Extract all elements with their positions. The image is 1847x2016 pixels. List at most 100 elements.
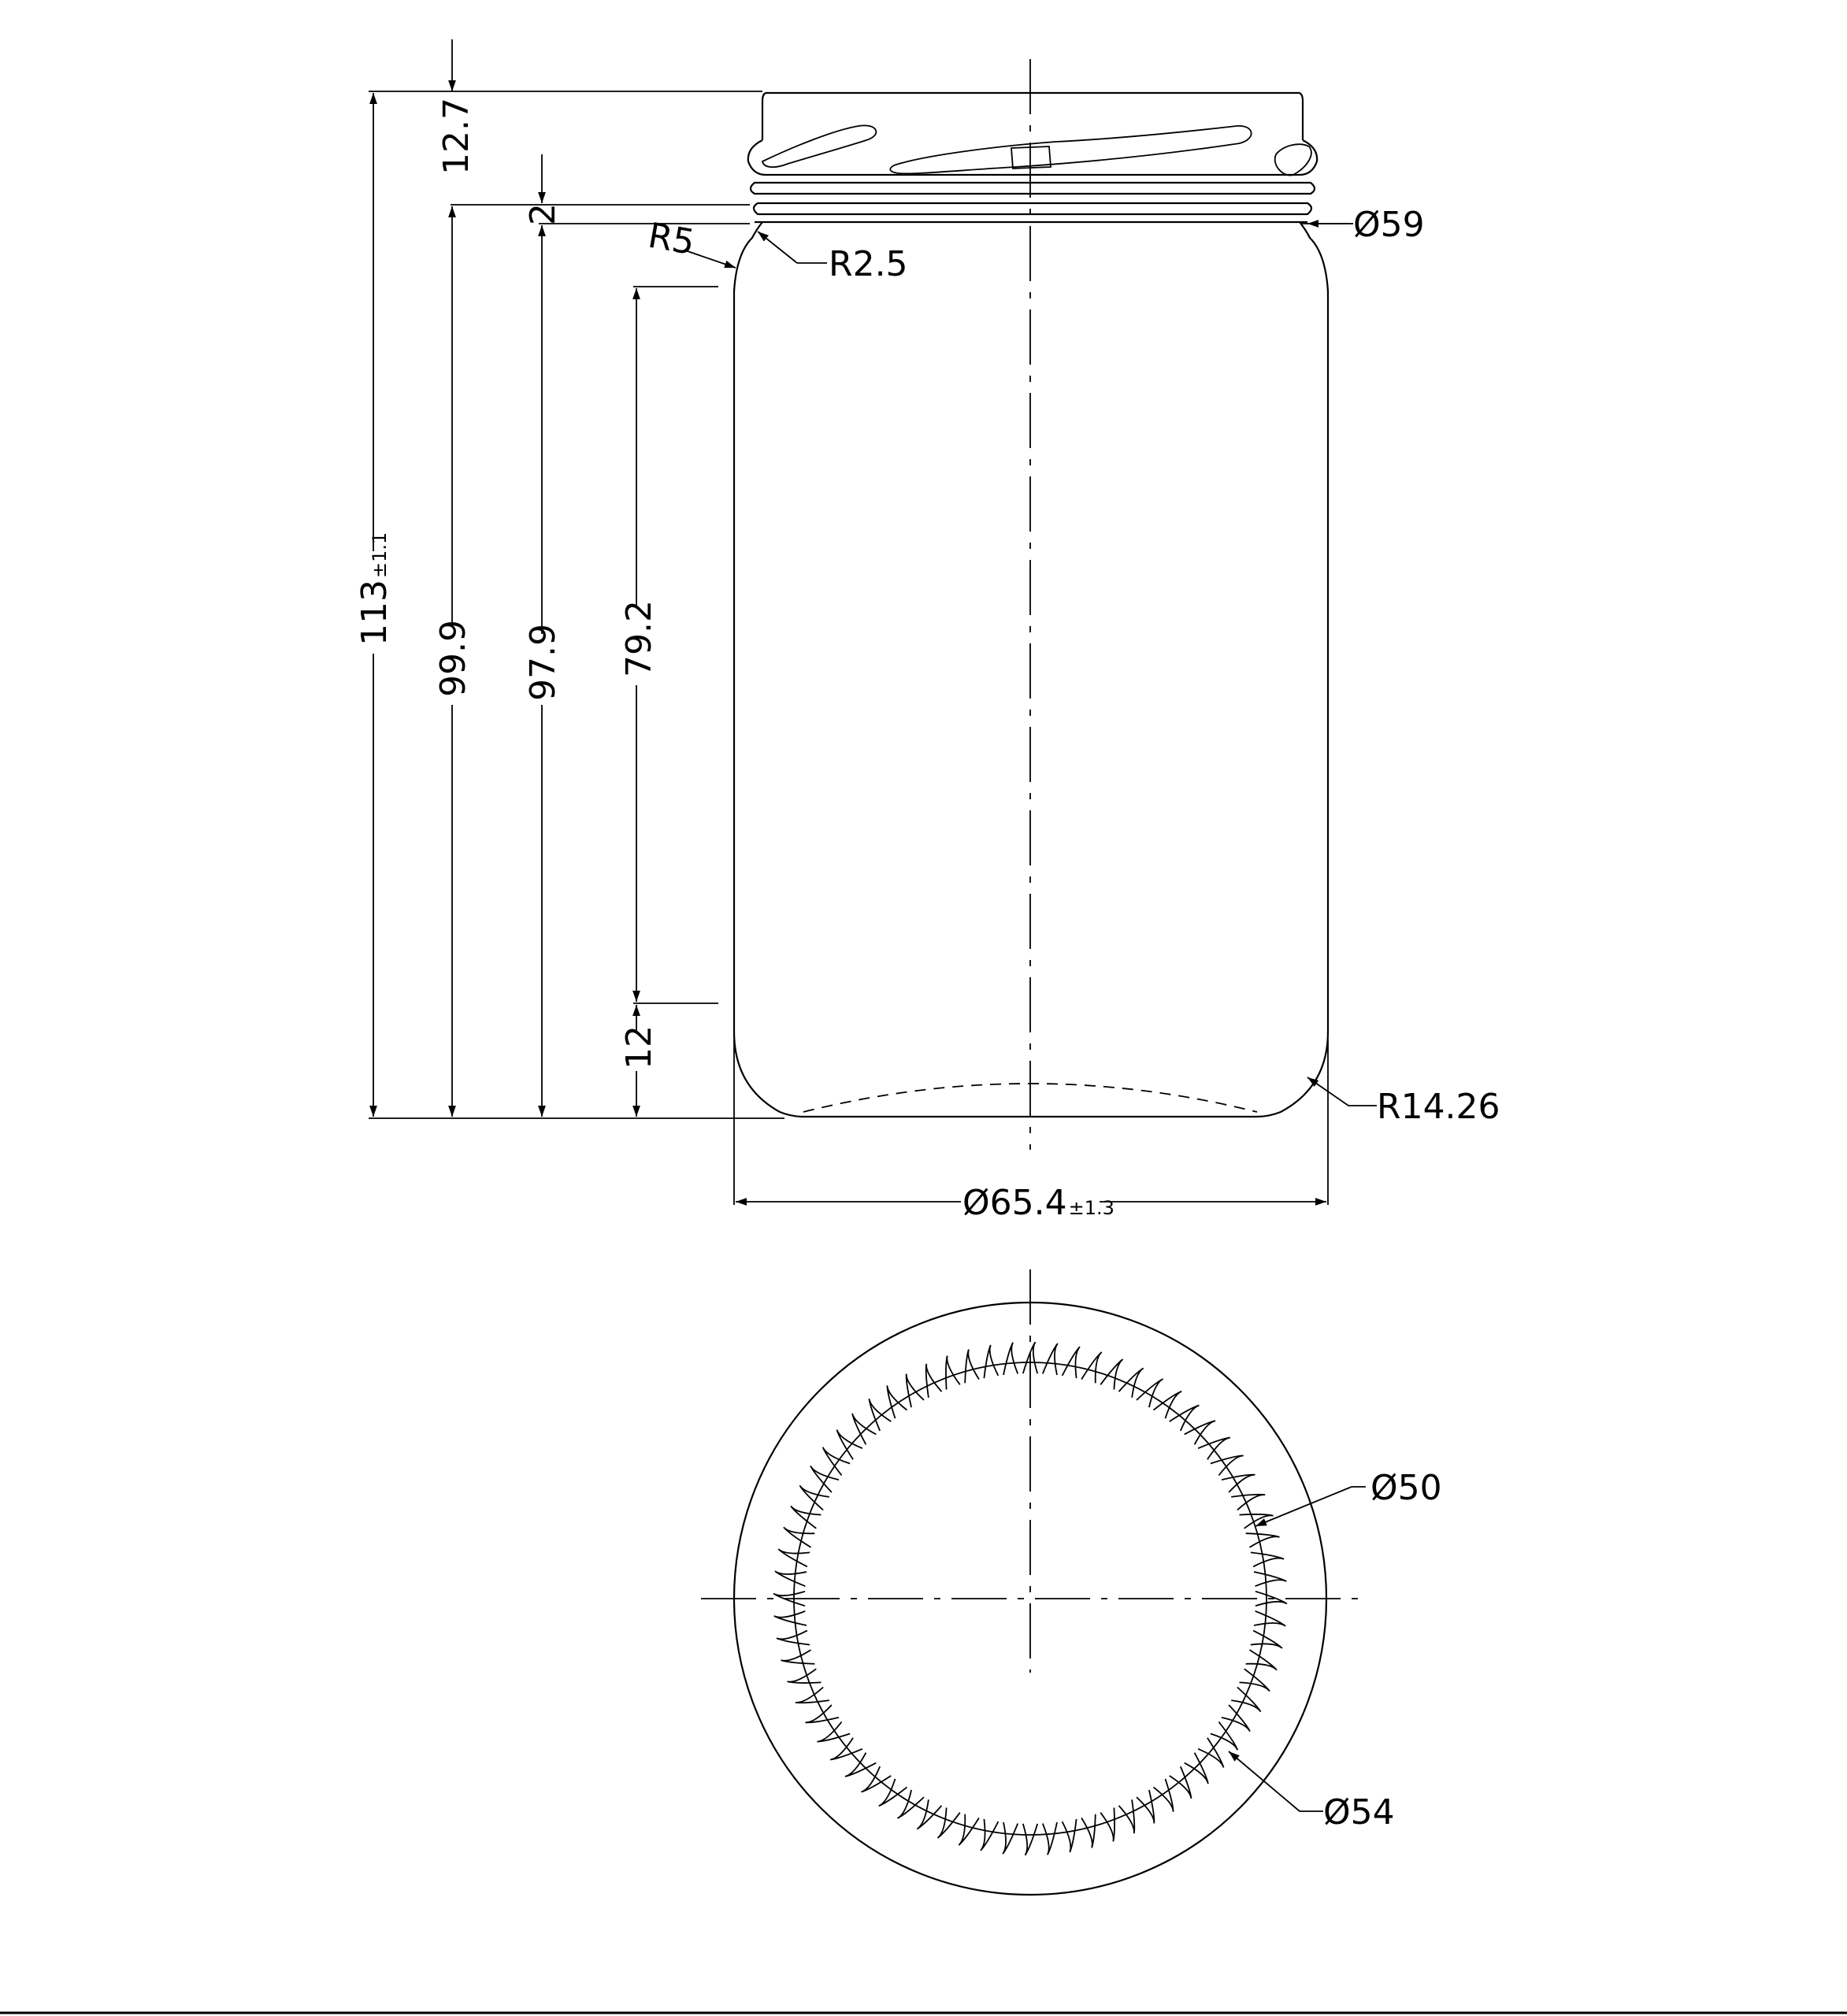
knurl-tooth [1022, 1341, 1039, 1374]
knurl-tooth [1221, 1473, 1255, 1493]
knurl-tooth [1041, 1821, 1058, 1855]
knurl-tooth [896, 1789, 925, 1819]
thread-lug-right [1274, 143, 1312, 176]
knurl-tooth [1197, 1737, 1225, 1768]
knurl-tooth [1169, 1766, 1192, 1799]
leader-knurl-inner [1255, 1486, 1352, 1527]
base-knurling-ring [773, 1341, 1288, 1856]
base-pushup [803, 1083, 1258, 1113]
knurl-tooth [1231, 1686, 1262, 1713]
knurl-tooth [1245, 1649, 1278, 1671]
knurl-tooth [799, 1484, 829, 1511]
dim-neck-ring: 2 [523, 203, 563, 225]
knurl-tooth [1210, 1455, 1244, 1477]
knurl-tooth [817, 1721, 851, 1743]
knurl-tooth [805, 1704, 840, 1724]
dim-height-to-shoulder: 97.9 [523, 624, 563, 701]
knurl-tooth [1184, 1420, 1216, 1445]
knurl-tooth [936, 1807, 961, 1839]
knurl-tooth [1136, 1789, 1155, 1824]
knurl-tooth [1184, 1752, 1209, 1784]
knurl-tooth [1231, 1493, 1266, 1511]
knurl-tooth [795, 1686, 829, 1704]
knurl-tooth [878, 1778, 908, 1807]
knurl-tooth [1250, 1551, 1285, 1568]
knurl-tooth [945, 1355, 961, 1390]
dim-radius-shoulder-inner: R2.5 [829, 244, 908, 284]
svg-text:113±1.1: 113±1.1 [354, 532, 395, 646]
knurl-tooth [783, 1526, 815, 1548]
dim-radius-shoulder-outer: R5 [645, 216, 698, 263]
knurl-tooth [1245, 1532, 1280, 1548]
knurl-tooth [773, 1610, 807, 1626]
dim-knurl-outer-diameter: Ø54 [1323, 1792, 1395, 1833]
jar-finish [747, 91, 1318, 216]
knurl-tooth [905, 1373, 925, 1408]
knurl-tooth [1221, 1704, 1251, 1732]
knurl-tooth [836, 1429, 863, 1460]
knurl-tooth [1253, 1571, 1287, 1588]
dim-body-diameter-tol: ±1.3 [1069, 1197, 1115, 1219]
knurl-tooth [861, 1766, 892, 1793]
knurl-tooth [1255, 1590, 1288, 1607]
knurl-tooth [844, 1752, 877, 1777]
knurl-tooth [1041, 1343, 1059, 1376]
dim-radius-base: R14.26 [1377, 1087, 1500, 1127]
bottom-view: Ø50 Ø54 [701, 1269, 1442, 1896]
base-outer-circle [732, 1301, 1328, 1896]
knurl-tooth [980, 1818, 1000, 1851]
knurl-tooth [829, 1737, 863, 1761]
knurl-tooth [1100, 1358, 1124, 1390]
thread-lug-center [889, 125, 1252, 175]
dim-finish-height: 12.7 [436, 98, 477, 175]
knurl-tooth [958, 1814, 980, 1846]
knurl-tooth [868, 1398, 892, 1432]
knurl-tooth [851, 1413, 877, 1445]
leader-knurl-outer [1228, 1751, 1300, 1812]
dim-body-diameter: Ø65.4 [962, 1183, 1067, 1223]
knurl-tooth [916, 1799, 943, 1830]
dim-knurl-inner-diameter: Ø50 [1370, 1468, 1442, 1508]
dim-height-to-ring: 99.9 [433, 620, 473, 697]
knurl-tooth [1100, 1807, 1115, 1842]
leader-r2-5 [757, 231, 798, 264]
knurl-tooth [1169, 1404, 1200, 1432]
knurl-base-circle [793, 1362, 1267, 1836]
dim-finish-diameter: Ø59 [1353, 205, 1425, 245]
thread-lug-left [761, 124, 877, 169]
knurl-tooth [964, 1349, 980, 1384]
leader-r14 [1307, 1077, 1349, 1106]
dim-label-height: 79.2 [619, 600, 659, 677]
dim-overall-height-tol: ±1.1 [369, 532, 391, 578]
knurl-tooth [781, 1649, 815, 1665]
knurl-tooth [1239, 1668, 1270, 1692]
knurl-tooth [1210, 1721, 1239, 1751]
knurl-tooth [1002, 1821, 1019, 1855]
knurl-tooth [773, 1590, 806, 1607]
knurl-tooth [1081, 1814, 1096, 1848]
front-view: 12.7 2 113±1.1 99.9 97.9 79.2 12 R5 R2 [354, 39, 1500, 1223]
knurl-tooth [787, 1668, 822, 1684]
leader-r5 [684, 250, 736, 269]
dim-overall-height: 113 [354, 580, 395, 646]
knurl-tooth [925, 1363, 943, 1398]
knurl-tooth [1061, 1346, 1081, 1379]
knurl-tooth [1136, 1378, 1164, 1408]
knurl-tooth [1081, 1351, 1103, 1384]
knurl-tooth [886, 1385, 908, 1419]
svg-text:Ø65.4±1.3: Ø65.4±1.3 [962, 1183, 1115, 1223]
knurl-tooth [822, 1447, 851, 1477]
knurl-tooth [1118, 1367, 1144, 1398]
knurl-tooth [1003, 1342, 1019, 1376]
knurl-tooth [777, 1548, 810, 1568]
knurl-tooth [1118, 1799, 1136, 1834]
knurl-tooth [810, 1465, 840, 1493]
thread-lug-center-mark [1011, 146, 1051, 169]
knurl-tooth [1197, 1436, 1231, 1460]
knurl-tooth [1239, 1514, 1274, 1529]
jar-body-outline [732, 221, 1330, 1118]
knurl-tooth [1250, 1629, 1283, 1649]
knurl-tooth [774, 1570, 807, 1588]
knurl-tooth [1022, 1823, 1039, 1856]
